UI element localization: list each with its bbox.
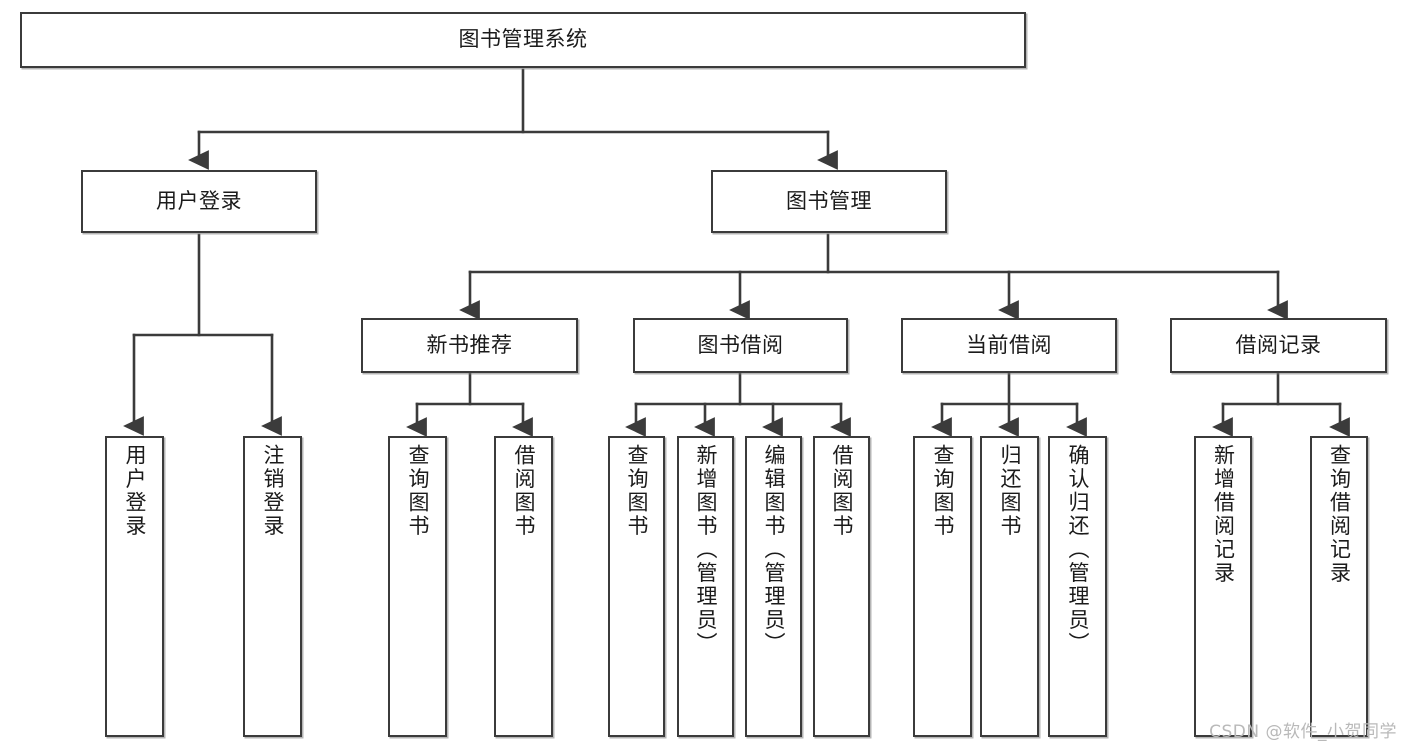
node-leaf-confirm-return[interactable]: 确认归还（管理员） [1048, 436, 1107, 737]
node-label: 注销登录 [261, 444, 285, 538]
node-leaf-borrow-book-2[interactable]: 借阅图书 [813, 436, 870, 737]
node-current-borrow[interactable]: 当前借阅 [901, 318, 1117, 373]
node-label: 查询图书 [625, 444, 649, 538]
node-label: 借阅图书 [512, 444, 536, 538]
node-user-login[interactable]: 用户登录 [81, 170, 317, 233]
node-leaf-query-book-2[interactable]: 查询图书 [608, 436, 665, 737]
node-label: 用户登录 [156, 188, 242, 213]
node-label: 图书管理系统 [458, 27, 588, 52]
node-leaf-query-book-1[interactable]: 查询图书 [388, 436, 447, 737]
node-label: 查询图书 [406, 444, 430, 538]
node-label: 用户登录 [123, 444, 147, 538]
node-leaf-add-borrow-record[interactable]: 新增借阅记录 [1194, 436, 1252, 737]
node-label: 查询借阅记录 [1327, 444, 1352, 585]
node-new-book-recommend[interactable]: 新书推荐 [361, 318, 578, 373]
node-root-system[interactable]: 图书管理系统 [20, 12, 1026, 68]
node-label: 归还图书 [998, 444, 1022, 538]
node-borrow-record[interactable]: 借阅记录 [1170, 318, 1387, 373]
node-leaf-user-login[interactable]: 用户登录 [105, 436, 164, 737]
node-label: 新书推荐 [426, 332, 513, 357]
node-label: 查询图书 [931, 444, 955, 538]
node-book-borrow[interactable]: 图书借阅 [633, 318, 848, 373]
node-label: 编辑图书（管理员） [762, 444, 786, 656]
node-leaf-logout-login[interactable]: 注销登录 [243, 436, 302, 737]
node-label: 借阅记录 [1235, 332, 1322, 357]
node-label: 新增图书（管理员） [694, 444, 718, 656]
node-label: 当前借阅 [966, 332, 1052, 357]
node-leaf-return-book[interactable]: 归还图书 [980, 436, 1039, 737]
node-leaf-query-borrow-record[interactable]: 查询借阅记录 [1310, 436, 1368, 737]
node-leaf-query-book-3[interactable]: 查询图书 [913, 436, 972, 737]
node-label: 确认归还（管理员） [1066, 444, 1090, 656]
node-label: 借阅图书 [830, 444, 854, 538]
node-book-manage[interactable]: 图书管理 [711, 170, 947, 233]
node-label: 新增借阅记录 [1211, 444, 1236, 585]
node-label: 图书管理 [786, 188, 872, 213]
node-leaf-borrow-book-1[interactable]: 借阅图书 [494, 436, 553, 737]
node-leaf-add-book[interactable]: 新增图书（管理员） [677, 436, 734, 737]
node-label: 图书借阅 [697, 332, 784, 357]
node-leaf-edit-book[interactable]: 编辑图书（管理员） [745, 436, 802, 737]
